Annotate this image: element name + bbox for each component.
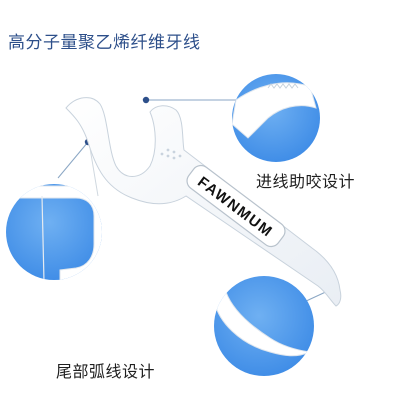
leader-line-string bbox=[57, 141, 89, 179]
floss-string bbox=[89, 147, 99, 197]
grip-dots bbox=[160, 148, 182, 160]
front-tip-detail bbox=[232, 82, 317, 139]
detail-circle-front bbox=[232, 74, 320, 162]
serration-detail bbox=[267, 83, 299, 89]
callout-tail-arc: 尾部弧线设计 bbox=[56, 362, 156, 381]
page-title: 高分子量聚乙烯纤维牙线 bbox=[8, 33, 201, 53]
pick-body bbox=[65, 97, 342, 307]
string-detail bbox=[41, 195, 45, 280]
detail-circle-tail bbox=[214, 276, 314, 376]
detail-circle-string bbox=[6, 184, 102, 280]
leader-dot-front bbox=[142, 96, 150, 104]
callout-front-bite: 进线助咬设计 bbox=[256, 172, 356, 191]
